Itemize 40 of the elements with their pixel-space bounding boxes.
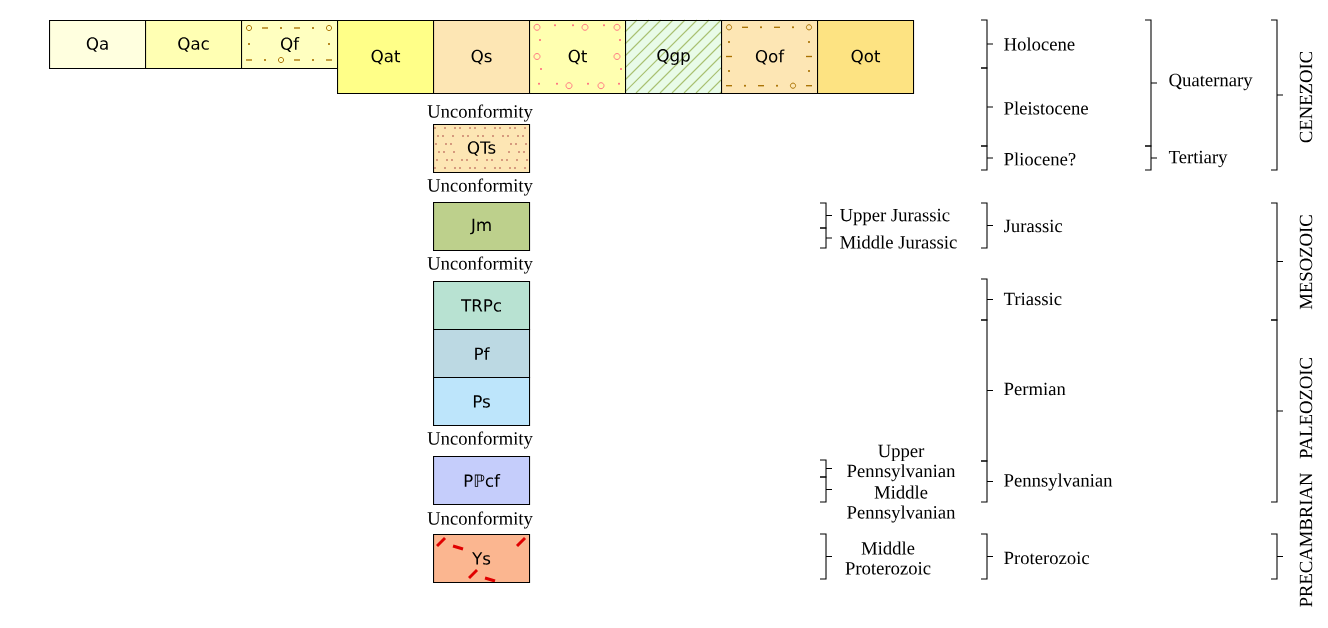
unit-box: Qac <box>145 20 243 70</box>
unit-box: Qt <box>529 20 627 95</box>
era-label: MESOZOIC <box>1299 215 1313 310</box>
unit-box: Qs <box>433 20 531 95</box>
period-label: Holocene <box>1004 37 1075 51</box>
period-label: Upper Jurassic <box>840 208 950 226</box>
unit-box: QTs <box>433 124 531 174</box>
unconformity-label: Unconformity <box>427 511 533 529</box>
unconformity-label: Unconformity <box>427 256 533 274</box>
unit-box: Jm <box>433 202 531 252</box>
period-label: Middle Jurassic <box>840 235 957 249</box>
unit-box: Qa <box>49 20 147 70</box>
period-label: Middle Pennsylvanian <box>847 485 956 523</box>
period-label: Permian <box>1004 382 1066 396</box>
unit-box: Qgp <box>624 19 723 95</box>
period-label: Proterozoic <box>1004 551 1090 565</box>
unit-box: Qof <box>721 20 819 95</box>
period-label: Pennsylvanian <box>1004 473 1113 491</box>
period-label: Quaternary <box>1169 73 1253 91</box>
era-label: PALEOZOIC <box>1299 358 1313 459</box>
period-label: Triassic <box>1003 292 1062 306</box>
era-label: PRECAMBRIAN <box>1299 473 1313 607</box>
period-label: Upper Pennsylvanian <box>847 444 956 482</box>
unit-box: Pf <box>433 329 531 379</box>
unit-box: TRPc <box>433 281 531 331</box>
unit-box: Ps <box>433 377 531 427</box>
period-label: Pliocene? <box>1004 152 1076 166</box>
unit-box: Qf <box>241 20 339 70</box>
unit-box: Ys <box>433 534 531 584</box>
period-label: Pleistocene <box>1004 101 1088 115</box>
unit-box: Qat <box>337 20 435 95</box>
unconformity-label: Unconformity <box>427 104 533 122</box>
unconformity-label: Unconformity <box>427 178 533 196</box>
unconformity-label: Unconformity <box>427 431 533 449</box>
unit-box: Pℙcf <box>433 456 531 506</box>
period-label: Middle Proterozoic <box>845 541 931 575</box>
period-label: Jurassic <box>1004 219 1063 233</box>
era-label: CENEZOIC <box>1299 51 1313 143</box>
period-label: Tertiary <box>1168 150 1228 168</box>
unit-box: Qot <box>817 20 915 95</box>
